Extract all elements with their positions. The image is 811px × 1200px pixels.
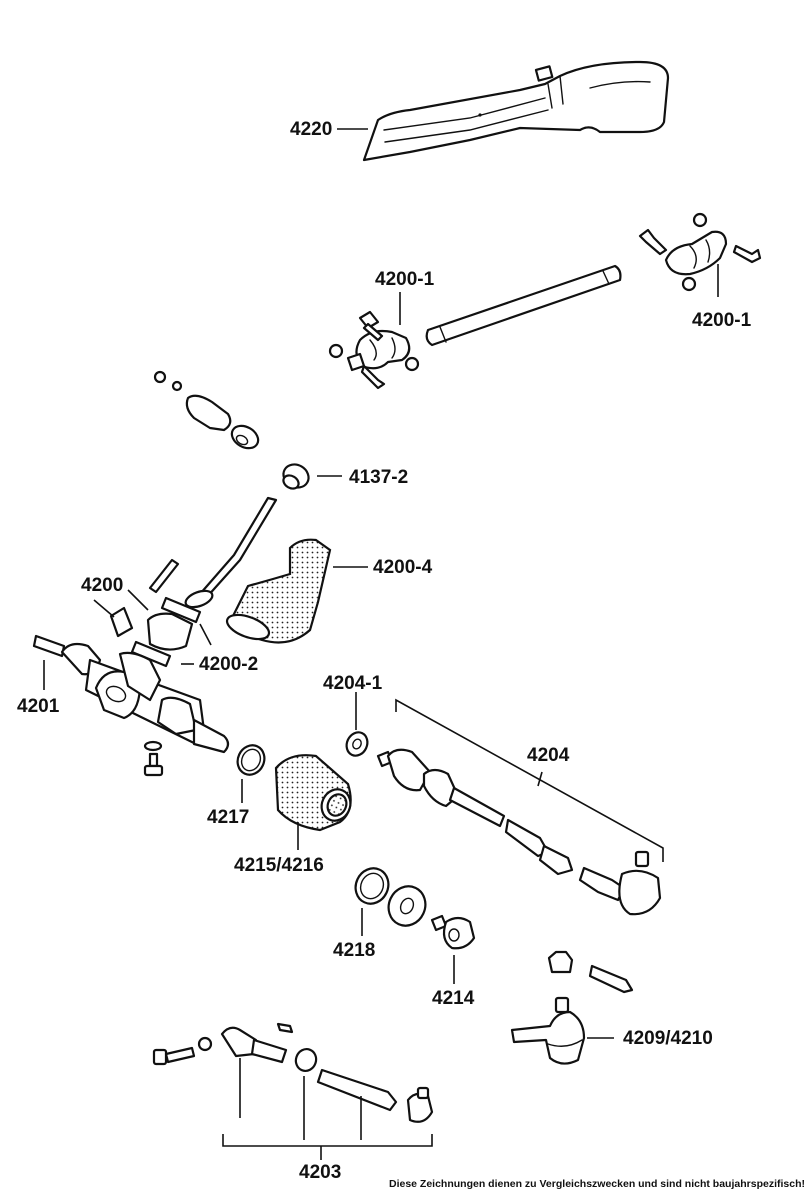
label-4200-1-left: 4200-1: [375, 269, 435, 290]
tie-rod-kit-part: [152, 1022, 434, 1123]
pinion-boot-part: [225, 538, 332, 644]
intermediate-shaft-part: [425, 264, 622, 347]
heat-shield-part: [362, 60, 670, 162]
tie-rod-end-part: [510, 950, 634, 1065]
label-4215-4216: 4215/4216: [234, 855, 324, 876]
label-4200: 4200: [81, 575, 124, 596]
label-4137-2: 4137-2: [349, 467, 409, 488]
clamp-yoke-part: [153, 370, 260, 450]
label-4200-2: 4200-2: [199, 654, 259, 675]
tie-rod-assembly-part: [376, 748, 662, 916]
seal-ring-4204-1-part: [345, 731, 369, 757]
rack-housing-part: [32, 634, 230, 754]
clamp-ring-4218-part: [354, 867, 427, 927]
bracket-4203: [222, 1134, 433, 1147]
label-4201: 4201: [17, 696, 60, 717]
pinion-shaft-part: [148, 496, 278, 609]
inner-joint-4214-part: [430, 914, 476, 950]
label-4209-4210: 4209/4210: [623, 1028, 713, 1049]
leader-4200-a: [93, 599, 115, 618]
disclaimer-footnote: Diese Zeichnungen dienen zu Vergleichszw…: [388, 1178, 805, 1190]
label-4200-4: 4200-4: [373, 557, 433, 578]
clamp-ring-4217-part: [236, 744, 266, 776]
label-4220: 4220: [290, 119, 333, 140]
universal-joint-lower-part: [328, 310, 420, 390]
bushing-part: [282, 463, 310, 490]
label-4200-1-right: 4200-1: [692, 310, 752, 331]
label-4214: 4214: [432, 988, 475, 1009]
label-4217: 4217: [207, 807, 250, 828]
label-4203: 4203: [299, 1162, 342, 1183]
pinion-seal-part: [109, 596, 202, 668]
label-4204: 4204: [527, 745, 570, 766]
universal-joint-upper-part: [638, 212, 762, 292]
rack-boot-part: [274, 754, 352, 832]
bracket-4204: [395, 698, 664, 862]
label-4218: 4218: [333, 940, 376, 961]
leader-4204: [537, 771, 543, 787]
housing-bolts: [143, 740, 164, 777]
leader-4200-2-a: [199, 623, 212, 646]
leader-4200-b: [127, 589, 149, 611]
label-4204-1: 4204-1: [323, 673, 383, 694]
